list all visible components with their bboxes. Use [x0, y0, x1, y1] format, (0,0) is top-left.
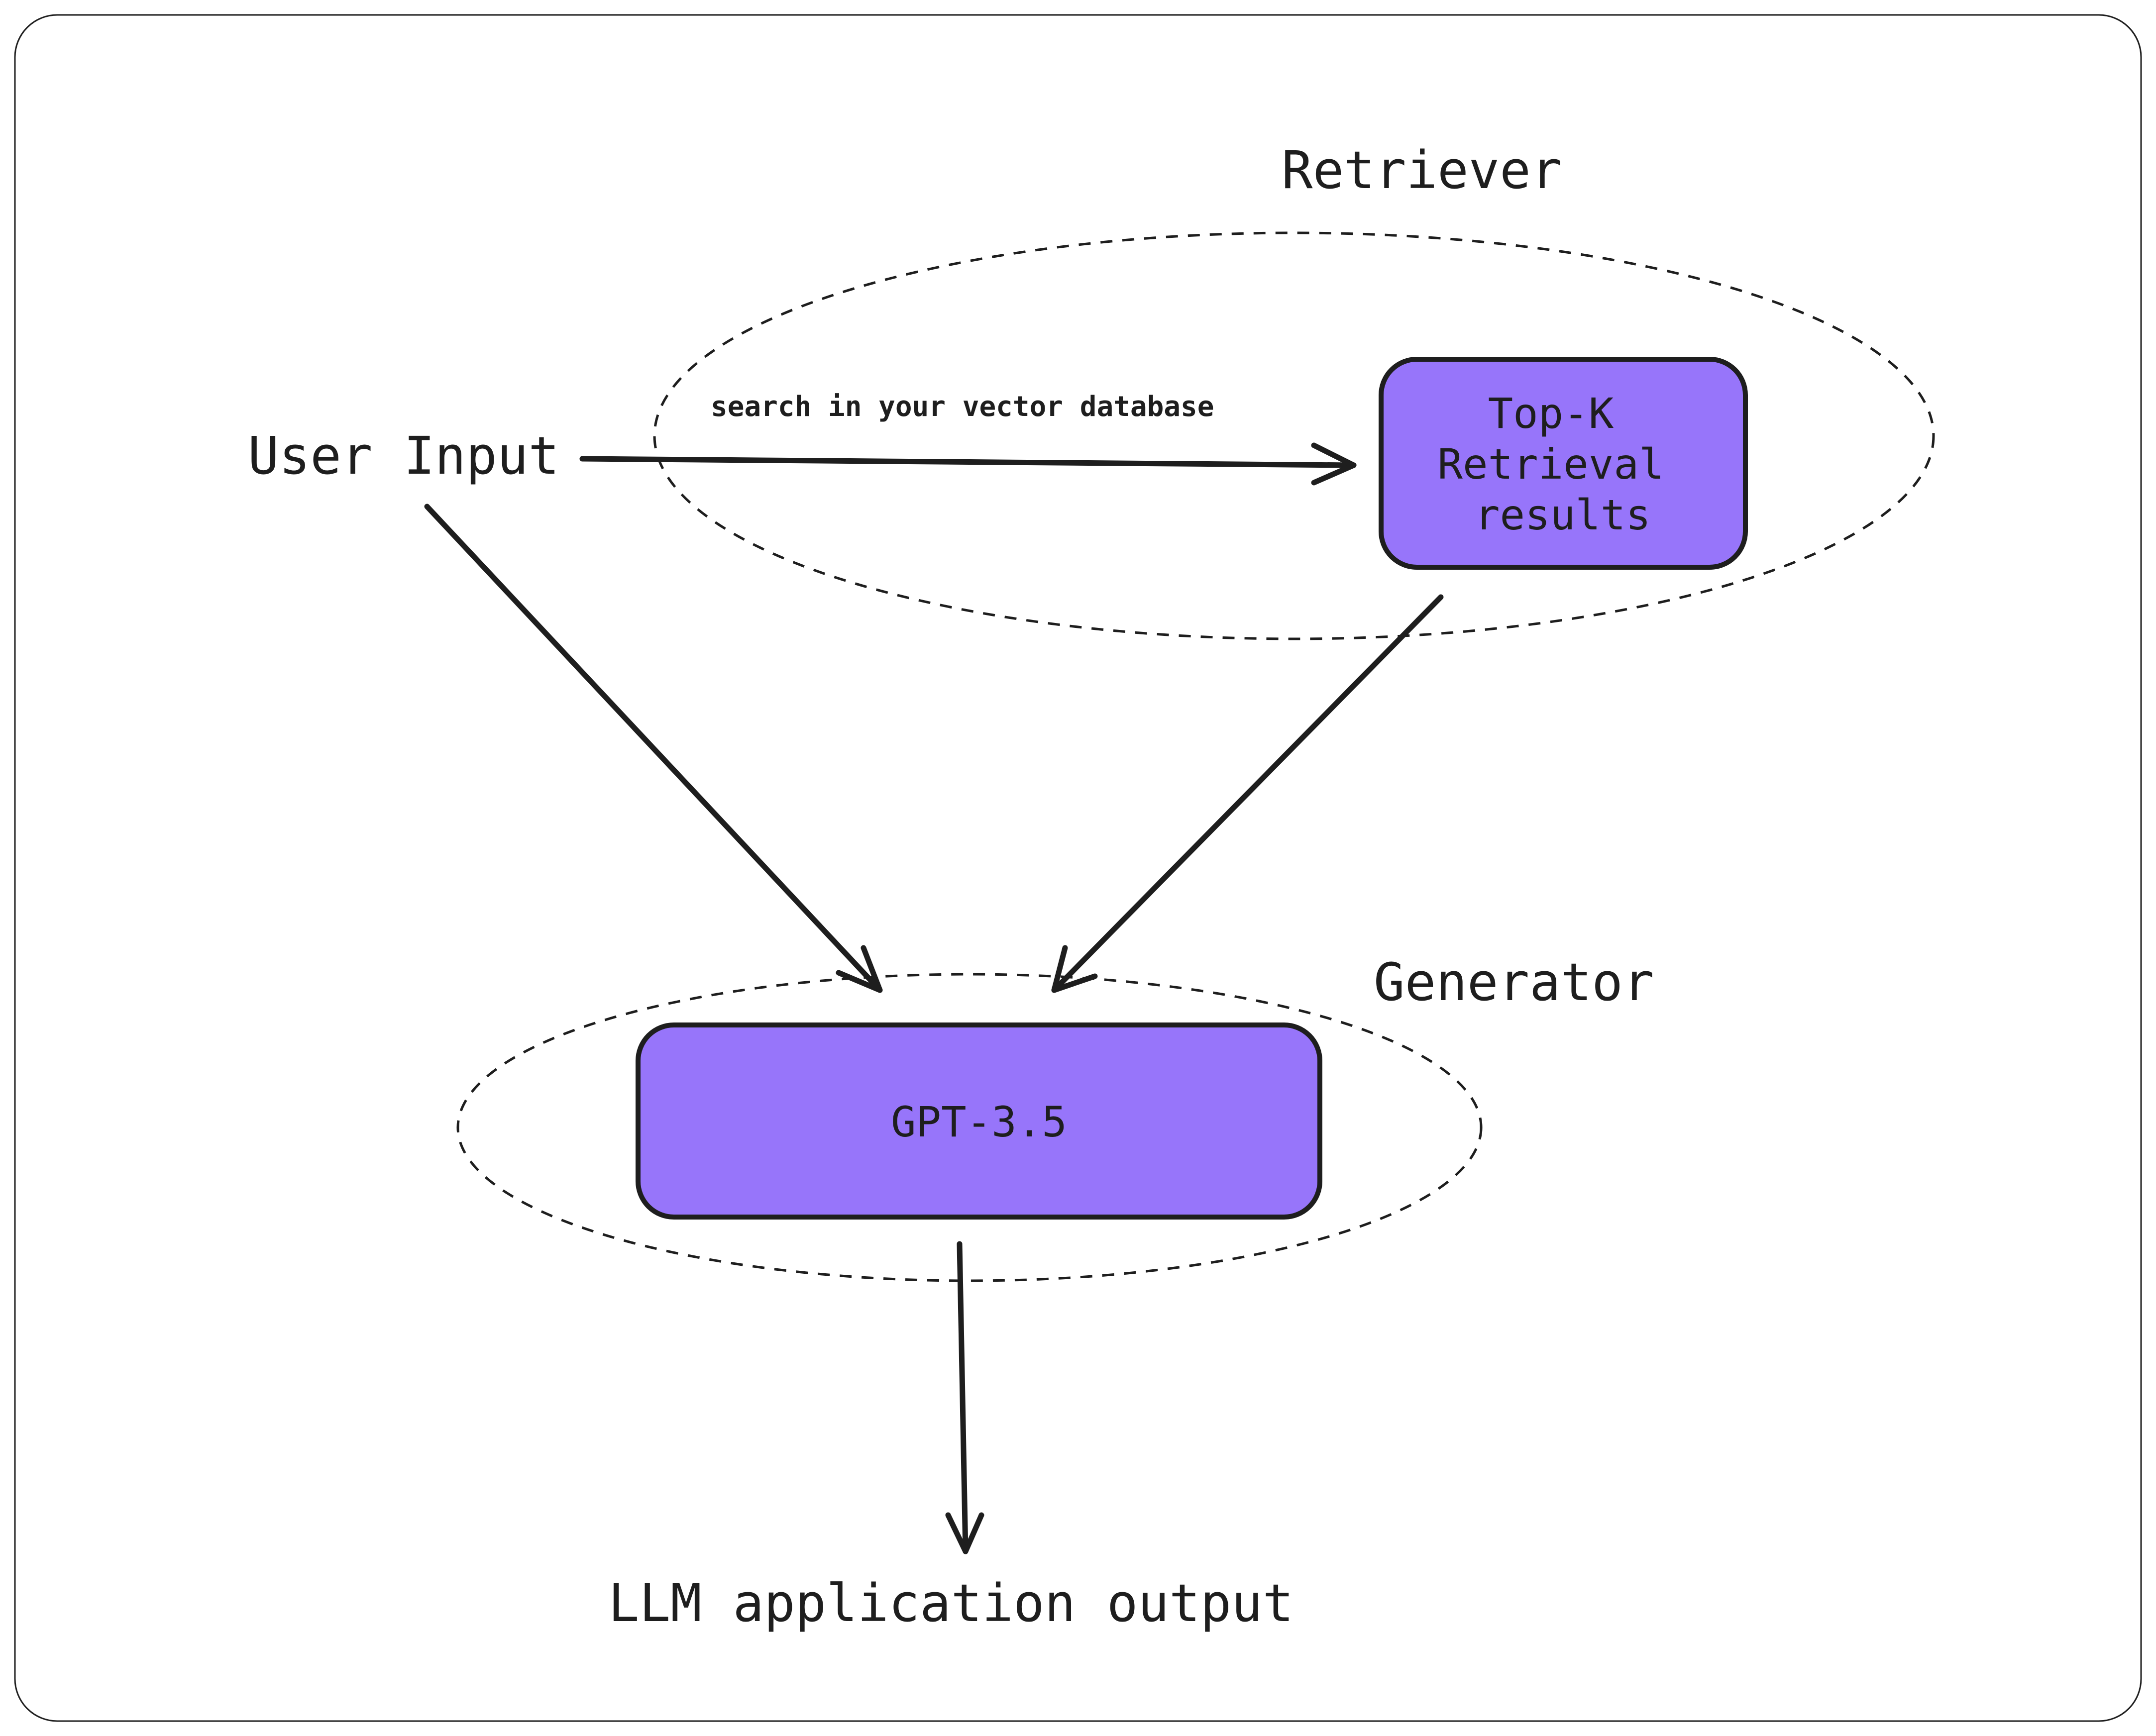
retriever-label: Retriever [1282, 140, 1562, 201]
topk-box-line-1: Top-K [1488, 389, 1614, 438]
topk-box-line-3: results [1475, 491, 1651, 539]
generator-label: Generator [1374, 952, 1654, 1013]
llm-output-label: LLM application output [608, 1573, 1294, 1634]
user-input-label: User Input [248, 425, 559, 486]
topk-box-line-2: Retrieval [1437, 440, 1664, 489]
arrow-topk-to-gpt [1051, 594, 1444, 993]
gpt-box[interactable] [636, 1022, 1322, 1220]
generator-group-ellipse [456, 973, 1483, 1282]
gpt-box-label: GPT-3.5 [891, 1098, 1067, 1146]
arrow-user-to-topk [579, 442, 1357, 486]
arrow-gpt-to-output [945, 1241, 984, 1554]
arrow-user-to-gpt [424, 504, 883, 993]
topk-retrieval-box[interactable] [1379, 357, 1748, 570]
retriever-group-ellipse [653, 231, 1935, 640]
diagram-frame [14, 14, 2142, 1722]
search-edge-label: search in your vector database [711, 391, 1214, 423]
